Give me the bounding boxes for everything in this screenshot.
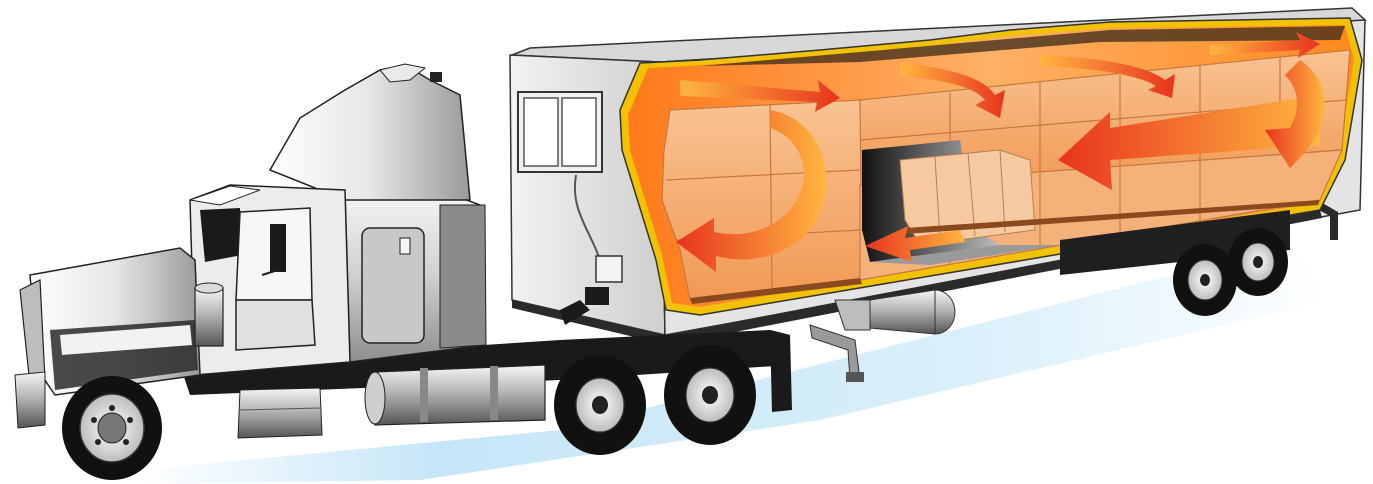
cab-door bbox=[236, 300, 315, 350]
windshield bbox=[200, 208, 242, 262]
mud-flap bbox=[770, 330, 792, 412]
front-bumper bbox=[15, 372, 45, 428]
air-cleaner bbox=[195, 283, 223, 346]
roof-fairing bbox=[270, 65, 470, 200]
trailer bbox=[510, 8, 1365, 382]
front-wheel bbox=[62, 376, 162, 480]
grille bbox=[20, 280, 45, 385]
side-mirror bbox=[270, 224, 286, 272]
fuel-tank bbox=[365, 365, 545, 425]
sleeper-door bbox=[362, 228, 424, 343]
step-box bbox=[238, 388, 322, 438]
